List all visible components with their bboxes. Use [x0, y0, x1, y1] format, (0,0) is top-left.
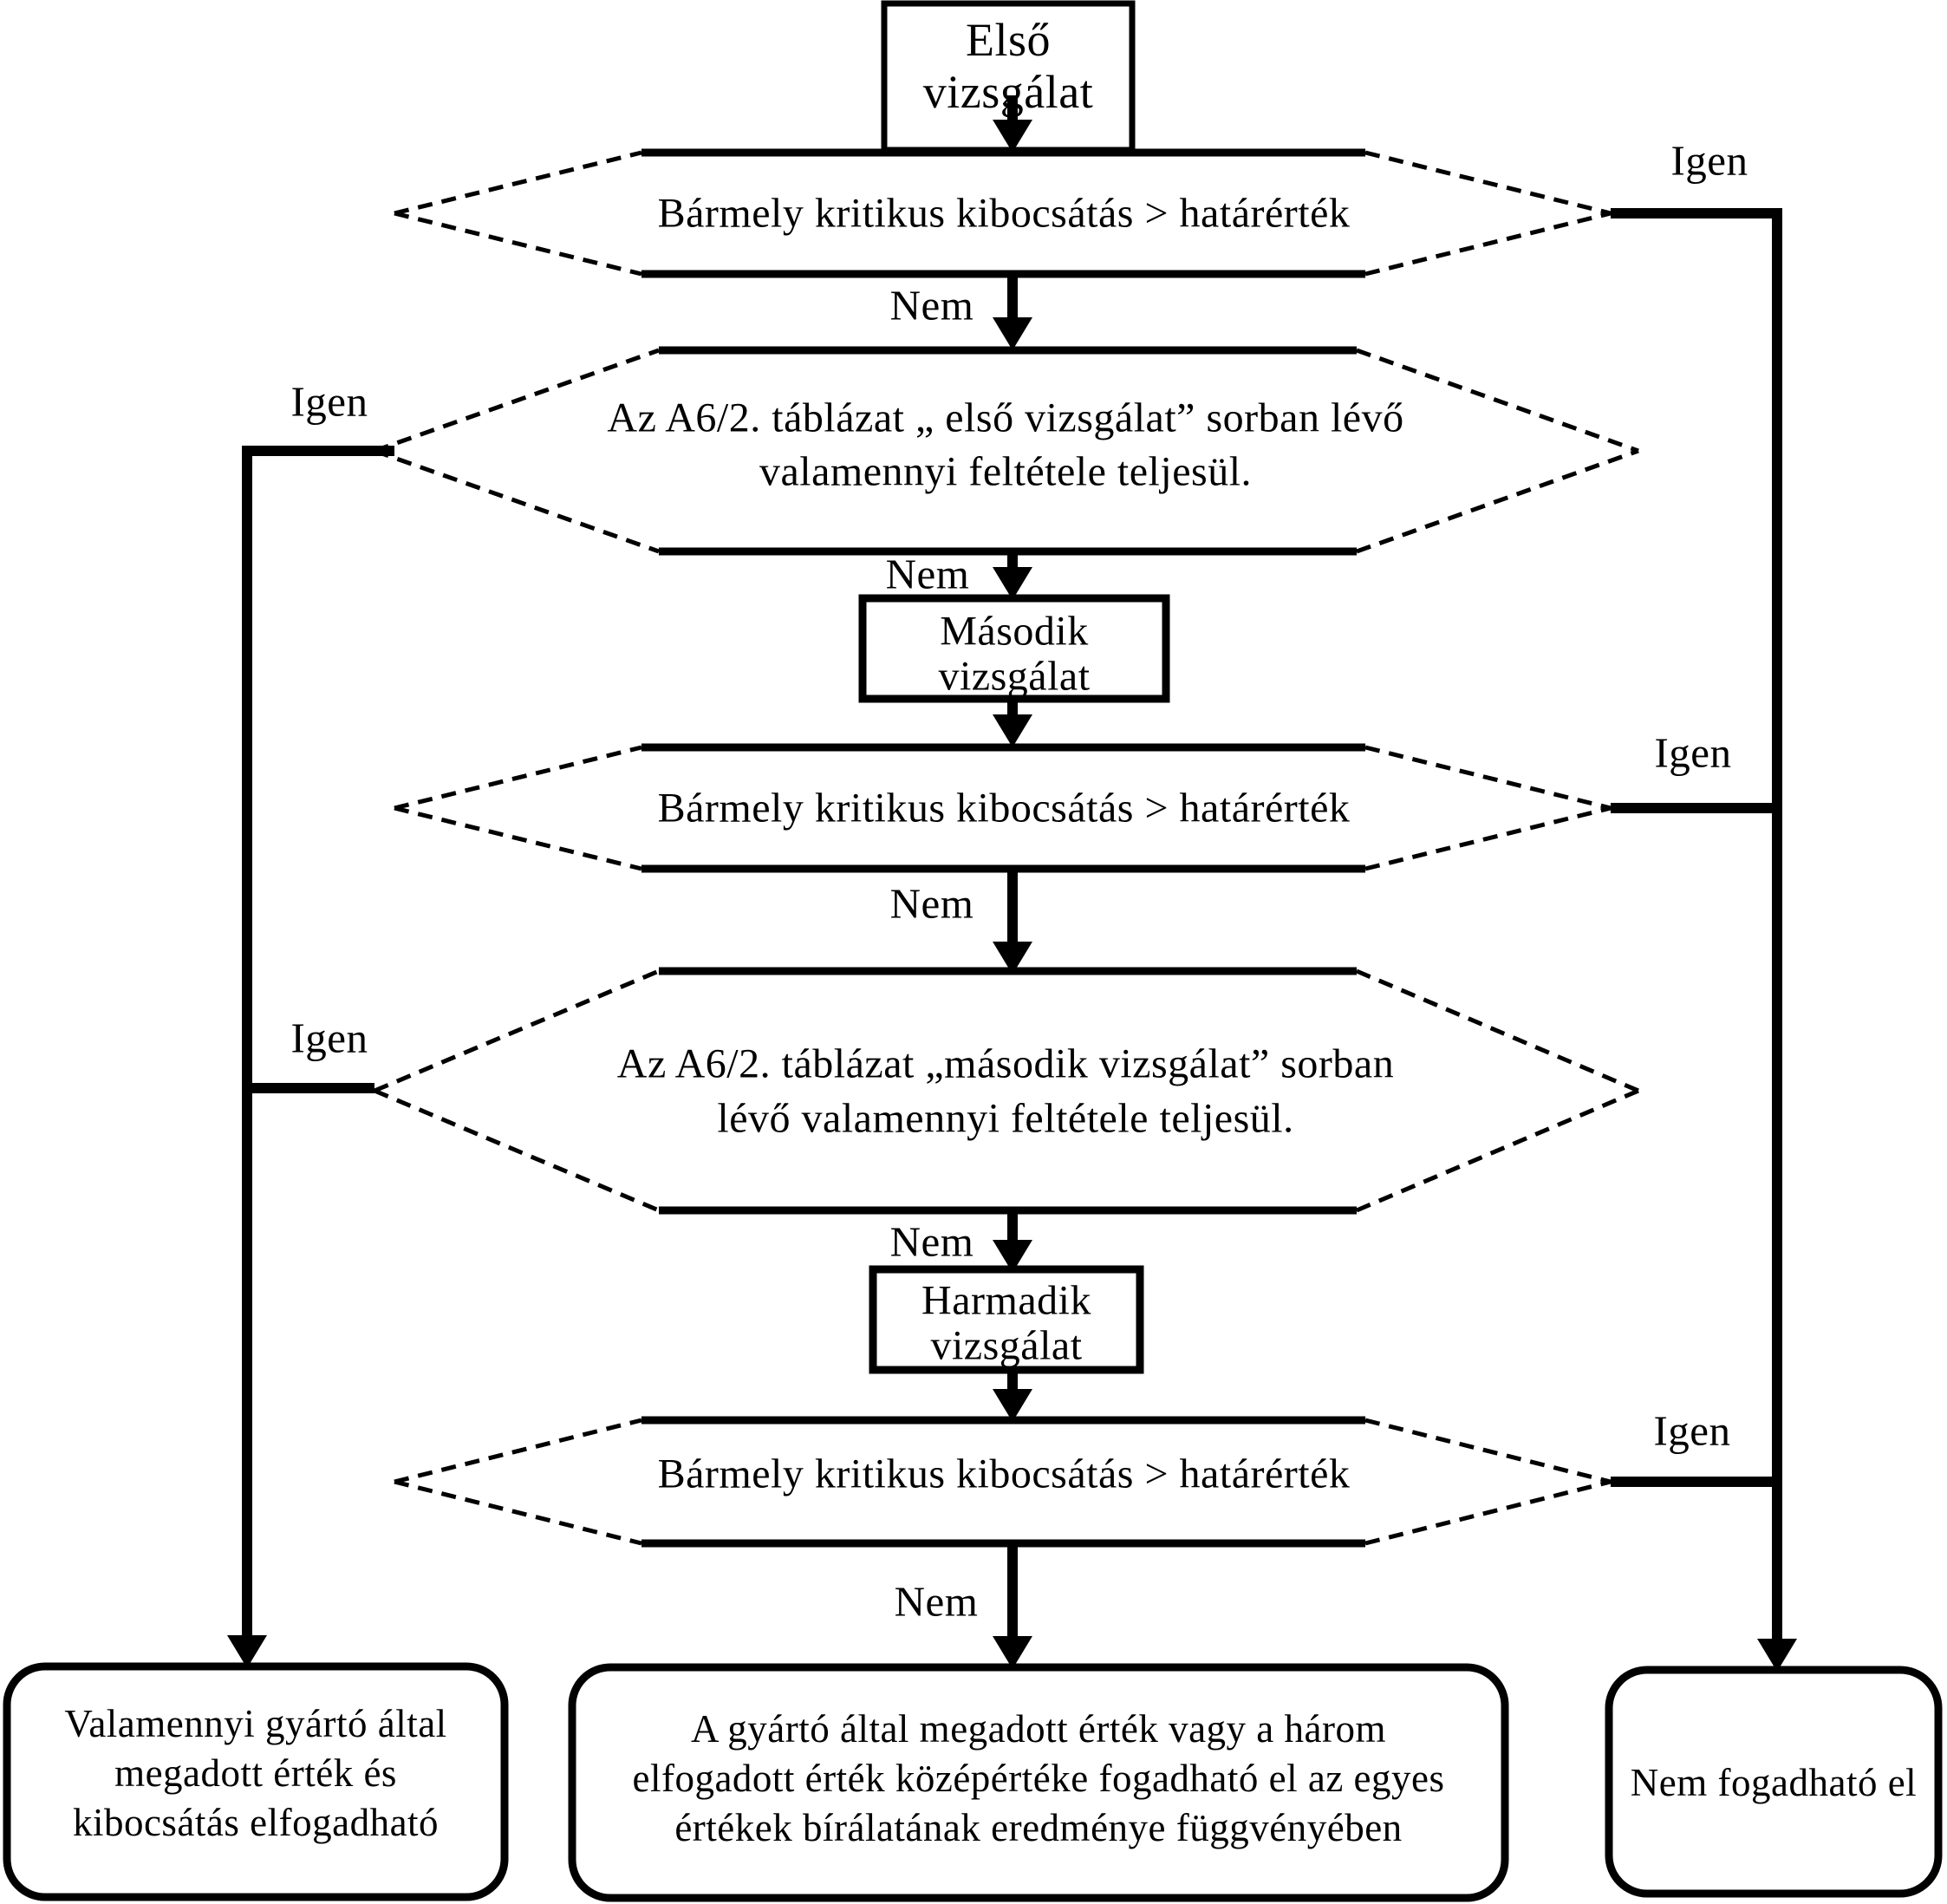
decision4-hexagon — [374, 967, 1639, 1215]
decision3-hexagon — [394, 743, 1612, 873]
outcome-left-label-line2: megadott érték és — [114, 1751, 397, 1795]
arrowhead-to-decision5 — [993, 1389, 1032, 1422]
third-test-label-line2: vizsgálat — [930, 1322, 1083, 1369]
third-test-label-line1: Harmadik — [921, 1277, 1091, 1324]
outcome-left-box — [3, 1662, 509, 1901]
decision2-label-line1: Az A6/2. táblázat „ első vizsgálat” sorb… — [607, 394, 1404, 441]
left-rail-line — [242, 446, 394, 1646]
no-label-decision5: Nem — [894, 1577, 979, 1626]
decision4-label-line1: Az A6/2. táblázat „második vizsgálat” so… — [616, 1040, 1395, 1087]
no-label-decision2: Nem — [885, 550, 970, 598]
arrowhead-to-second-test — [993, 567, 1032, 600]
outcome-middle-box — [568, 1663, 1509, 1902]
start-arrowhead — [993, 120, 1032, 153]
arrowhead-to-outcome-left — [227, 1635, 267, 1668]
start-node-label-line1: Első — [965, 14, 1052, 66]
decision3-label: Bármely kritikus kibocsátás > határérték — [657, 785, 1351, 831]
second-test-label-line2: vizsgálat — [938, 653, 1091, 700]
yes-label-decision4: Igen — [290, 1014, 368, 1062]
outcome-middle-label-line3: értékek bírálatának eredménye függvényéb… — [674, 1806, 1403, 1849]
no-label-decision3: Nem — [889, 879, 974, 928]
no-label-decision4: Nem — [889, 1217, 974, 1266]
outcome-right-label: Nem fogadható el — [1630, 1761, 1918, 1804]
arrowhead-to-decision4 — [993, 942, 1032, 975]
yes-label-decision2: Igen — [290, 377, 368, 426]
yes-label-decision3: Igen — [1654, 728, 1732, 777]
outcome-left-label-line3: kibocsátás elfogadható — [72, 1801, 440, 1844]
decision2-label-line2: valamennyi feltétele teljesül. — [759, 448, 1253, 495]
decision5-label: Bármely kritikus kibocsátás > határérték — [657, 1451, 1351, 1497]
yes-label-decision1: Igen — [1670, 136, 1748, 185]
decision1-label: Bármely kritikus kibocsátás > határérték — [657, 190, 1351, 237]
outcome-middle-label-line2: elfogadott érték középértéke fogadható e… — [632, 1757, 1445, 1800]
outcome-middle-label-line1: A gyártó által megadott érték vagy a hár… — [691, 1707, 1386, 1751]
arrowhead-to-outcome-right — [1757, 1639, 1797, 1672]
arrowhead-to-decision3 — [993, 714, 1032, 747]
arrowhead-to-outcome-middle — [993, 1636, 1032, 1669]
third-test-box — [869, 1265, 1144, 1374]
second-test-box — [858, 594, 1170, 703]
no-label-decision1: Nem — [889, 281, 974, 329]
decision4-label-line2: lévő valamennyi feltétele teljesül. — [717, 1095, 1294, 1142]
start-node-label-line2: vizsgálat — [922, 66, 1094, 118]
decision5-hexagon — [394, 1416, 1612, 1548]
outcome-right-box — [1605, 1666, 1943, 1898]
right-rail-line — [1611, 208, 1782, 1649]
outcome-left-label-line1: Valamennyi gyártó által — [64, 1702, 447, 1745]
arrowhead-to-third-test — [993, 1240, 1032, 1273]
second-test-label-line1: Második — [940, 608, 1089, 655]
decision2-hexagon — [374, 346, 1639, 556]
yes-label-decision5: Igen — [1653, 1406, 1731, 1455]
arrowhead-to-decision2 — [993, 317, 1032, 350]
